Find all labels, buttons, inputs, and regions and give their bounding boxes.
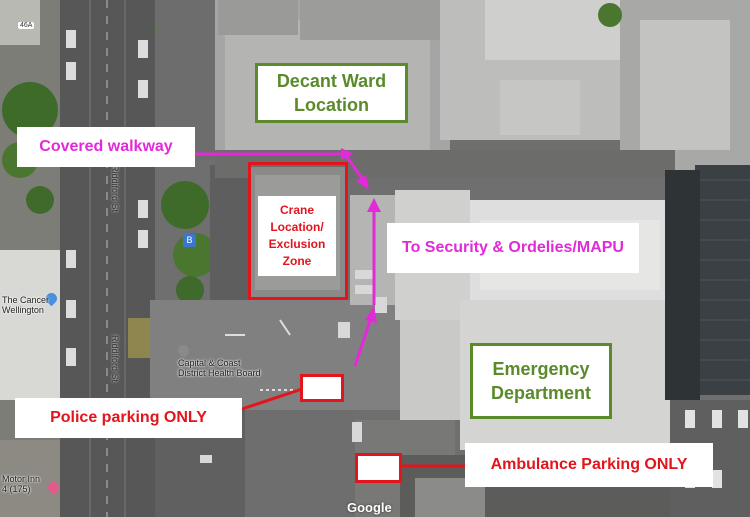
decant-ward-label: Decant Ward Location — [255, 63, 408, 123]
ambulance-parking-spot — [355, 453, 402, 483]
street-label-bottom: Riddiford St — [110, 335, 120, 383]
police-parking-spot — [300, 374, 344, 402]
walkway-down-arrow — [343, 153, 369, 190]
badge-46a: 46A — [18, 22, 35, 29]
to-security-label: To Security & Ordelies/MAPU — [387, 223, 639, 273]
crane-zone-label: Crane Location/ Exclusion Zone — [258, 196, 336, 276]
emergency-department-label: Emergency Department — [470, 343, 612, 419]
place-label-cancer[interactable]: The Cancer Wellington — [2, 295, 50, 315]
bus-stop-icon[interactable]: B — [183, 234, 196, 247]
place-label-ccdhb[interactable]: Capital & Coast District Health Board — [178, 358, 261, 378]
place-label-motor-inn[interactable]: Motor Inn 4 (175) — [2, 474, 41, 494]
street-label-top: Riddiford St — [110, 165, 120, 213]
ambulance-parking-label: Ambulance Parking ONLY — [465, 443, 713, 487]
crane-exclusion-zone — [248, 162, 348, 300]
covered-walkway-label: Covered walkway — [17, 127, 195, 167]
police-parking-label: Police parking ONLY — [15, 398, 242, 438]
walkway-arrow — [190, 148, 354, 160]
security-up-arrow — [367, 198, 381, 305]
google-logo: Google — [347, 500, 392, 515]
ed-entry-arrow — [353, 306, 377, 367]
